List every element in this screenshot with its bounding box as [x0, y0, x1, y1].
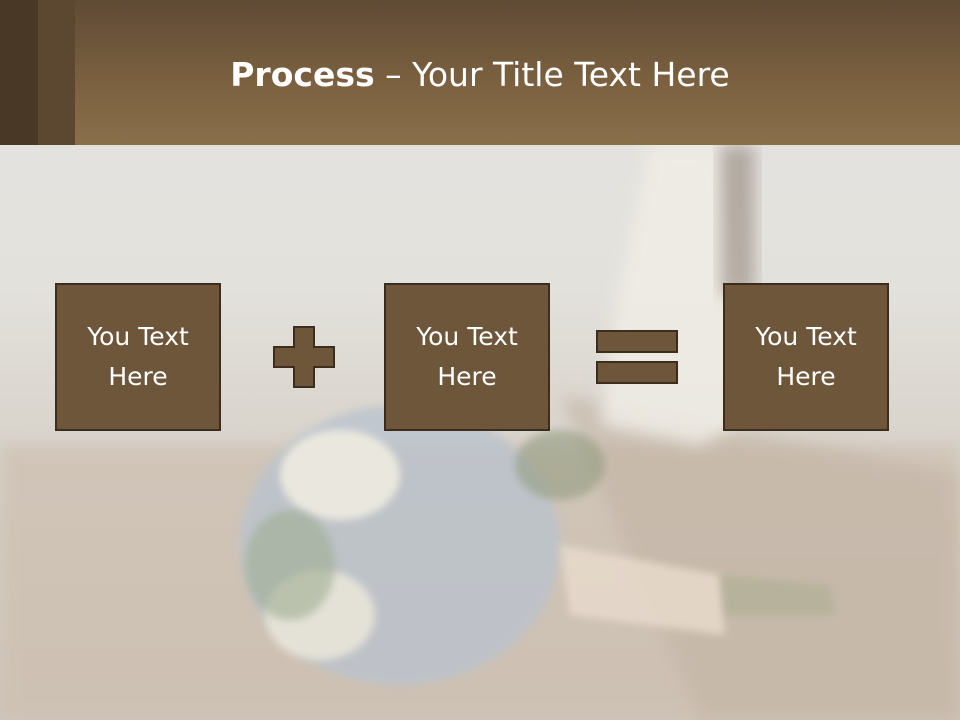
process-box-label: You Text Here	[755, 322, 857, 391]
process-box-label: You Text Here	[87, 322, 189, 391]
process-box-label: You Text Here	[416, 322, 518, 391]
equals-icon	[596, 330, 678, 384]
title-bar	[0, 0, 960, 145]
process-box-3[interactable]: You Text Here	[723, 283, 889, 431]
header-accent-stripe	[0, 0, 38, 145]
process-box-2[interactable]: You Text Here	[384, 283, 550, 431]
title-text: – Your Title Text Here	[374, 55, 730, 94]
slide-title: Process – Your Title Text Here	[0, 52, 960, 98]
background-photo	[0, 145, 960, 720]
title-bold: Process	[230, 55, 375, 94]
header-accent-stripe	[38, 0, 75, 145]
process-box-1[interactable]: You Text Here	[55, 283, 221, 431]
plus-icon	[273, 326, 335, 388]
